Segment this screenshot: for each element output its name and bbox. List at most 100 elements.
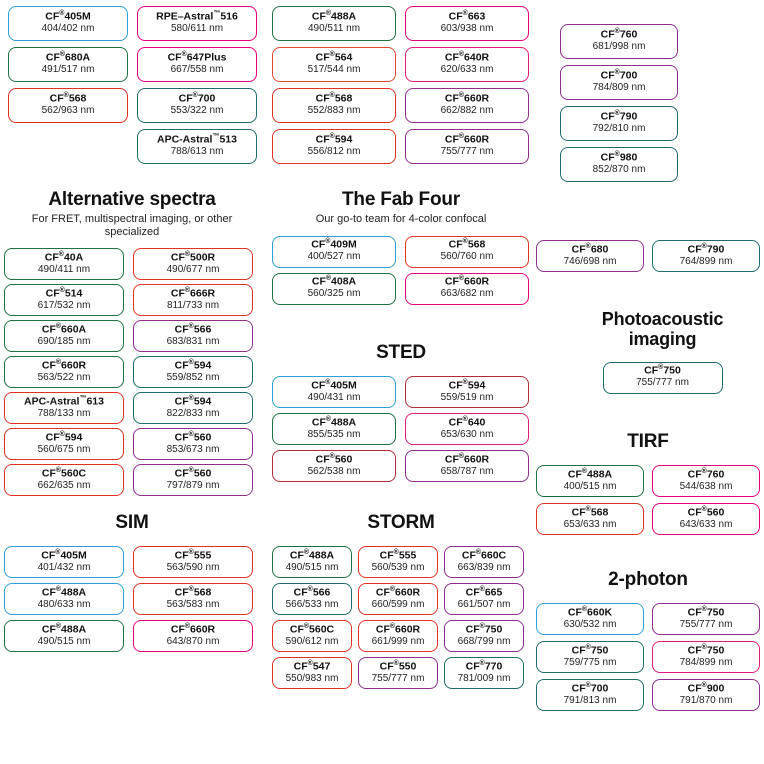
- dye-spectra: 490/411 nm: [37, 263, 91, 275]
- trademark-mark: ®: [614, 69, 620, 77]
- dye-code: 750: [590, 644, 609, 657]
- trademark-mark: ®: [303, 622, 310, 630]
- dye-name: CF®663: [448, 10, 486, 23]
- dye-code: 488A: [61, 586, 87, 599]
- dye-spectra: 791/870 nm: [679, 694, 733, 706]
- trademark-mark: ®: [393, 548, 399, 556]
- dye-name: CF®770: [465, 659, 503, 673]
- dye-name: CF®660R: [444, 275, 490, 288]
- trademark-mark: ®: [479, 622, 485, 630]
- dye-spectra: 617/532 nm: [37, 299, 91, 311]
- dye-spectra: 784/899 nm: [679, 656, 733, 668]
- dye-spectra: 658/787 nm: [440, 465, 494, 477]
- trademark-mark: ®: [614, 28, 620, 36]
- section-title-fab-four: The Fab Four: [342, 189, 460, 210]
- group-alternative-spectra: Alternative spectra For FRET, multispect…: [4, 189, 260, 497]
- dye-spectra: 560/760 nm: [440, 251, 494, 263]
- trademark-mark: ®: [458, 275, 465, 283]
- trademark-mark: ®: [59, 10, 65, 18]
- dye-spectra: 662/635 nm: [37, 479, 91, 491]
- trademark-mark: ®: [701, 505, 707, 513]
- dye-name: CF®488A: [311, 10, 357, 23]
- dye-code: 560: [706, 506, 725, 519]
